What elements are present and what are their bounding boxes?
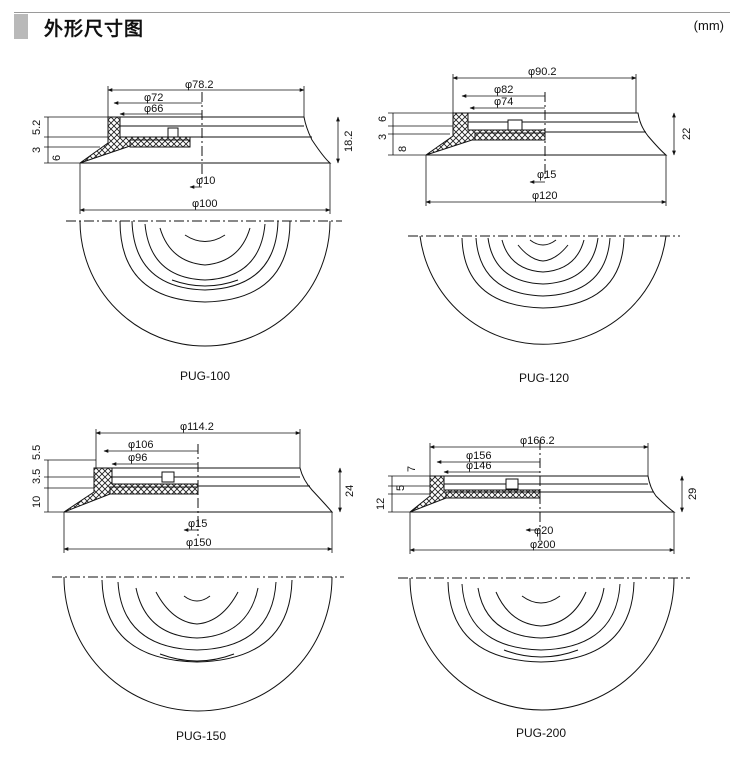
pug-200-dim-step1: φ156 (466, 450, 492, 462)
pug-200-dim-top: φ166.2 (520, 435, 555, 447)
pug-150-dim-step2: φ96 (128, 452, 147, 464)
pug-200-dim-step2: φ146 (466, 460, 492, 472)
pug-100-h1: 5.2 (31, 120, 43, 135)
pug-100-dim-top: φ78.2 (185, 79, 214, 91)
pug-100-dim-step2: φ66 (144, 103, 163, 115)
pug-200-bottom-view (398, 577, 690, 711)
pug-150-drawing: φ114.2 φ106 φ96 φ15 φ150 5.5 3.5 10 24 P… (31, 421, 356, 743)
pug-100-caption: PUG-100 (180, 369, 230, 383)
pug-200-drawing: φ166.2 φ156 φ146 φ20 φ200 7 5 12 29 PUG-… (375, 435, 699, 740)
pug-100-dim-base: φ100 (192, 198, 218, 210)
pug-150-h3: 10 (31, 496, 43, 508)
pug-100-dim-step1: φ72 (144, 92, 163, 104)
pug-150-dim-hole: φ15 (188, 518, 207, 530)
pug-150-h1: 5.5 (31, 445, 43, 460)
pug-100-h3: 6 (51, 155, 63, 161)
pug-200-dimensions (388, 443, 684, 554)
pug-120-caption: PUG-120 (519, 371, 569, 385)
pug-150-h-total: 24 (344, 485, 356, 497)
pug-100-drawing: φ78.2 φ72 φ66 φ10 φ100 5.2 3 6 18.2 PUG-… (31, 79, 355, 383)
section-header: 外形尺寸图 (mm) (0, 0, 752, 44)
pug-120-dim-hole: φ15 (537, 169, 556, 181)
pug-150-h2: 3.5 (31, 469, 43, 484)
page-title: 外形尺寸图 (44, 19, 145, 40)
pug-200-dim-hole: φ20 (534, 525, 553, 537)
pug-120-bottom-view (408, 235, 680, 345)
pug-120-h-total: 22 (681, 128, 693, 140)
pug-120-drawing: φ90.2 φ82 φ74 φ15 φ120 6 3 8 22 PUG-120 (377, 66, 693, 385)
pug-150-dim-base: φ150 (186, 537, 212, 549)
pug-120-dim-step1: φ82 (494, 84, 513, 96)
pug-100-side-view (79, 92, 332, 180)
pug-200-h2: 5 (395, 485, 407, 491)
pug-150-dim-top: φ114.2 (180, 421, 214, 433)
pug-150-dim-step1: φ106 (128, 439, 154, 451)
pug-200-h3: 12 (375, 498, 387, 510)
pug-120-h1: 6 (377, 116, 389, 122)
pug-120-side-view (425, 92, 668, 182)
pug-200-caption: PUG-200 (516, 726, 566, 740)
pug-120-h2: 3 (377, 134, 389, 140)
pug-120-h3: 8 (397, 146, 409, 152)
pug-120-dimensions (388, 74, 676, 206)
pug-150-bottom-view (52, 576, 344, 712)
pug-100-dim-hole: φ10 (196, 175, 215, 187)
pug-100-dimensions (44, 86, 340, 214)
header-rule (14, 12, 730, 13)
pug-120-dim-top: φ90.2 (528, 66, 557, 78)
pug-120-dim-step2: φ74 (494, 96, 513, 108)
pug-120-dim-base: φ120 (532, 190, 558, 202)
unit-label: (mm) (693, 18, 724, 33)
pug-200-dim-base: φ200 (530, 539, 556, 551)
pug-150-side-view (63, 444, 334, 536)
pug-100-h2: 3 (31, 147, 43, 153)
pug-100-h-total: 18.2 (343, 131, 355, 152)
pug-100-bottom-view (66, 220, 342, 347)
pug-200-h1: 7 (406, 466, 418, 472)
pug-200-h-total: 29 (687, 488, 699, 500)
pug-150-caption: PUG-150 (176, 729, 226, 743)
pug-150-dimensions (44, 429, 342, 553)
pug-200-side-view (409, 440, 676, 548)
header-marker (14, 14, 28, 39)
